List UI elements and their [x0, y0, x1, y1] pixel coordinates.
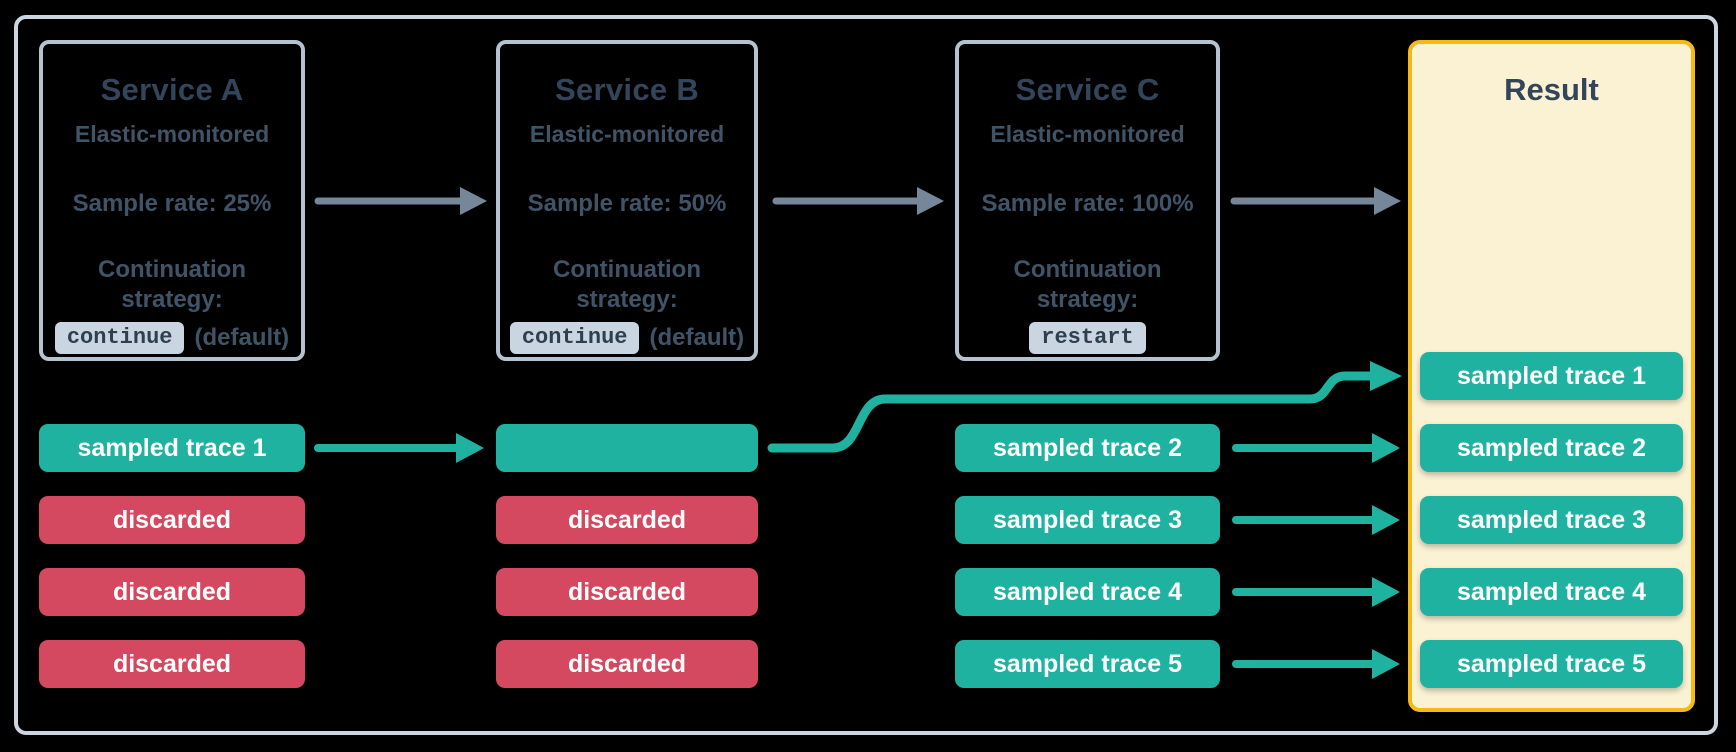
- trace-label: sampled trace 3: [993, 505, 1182, 534]
- service-b-strategy-note: (default): [649, 324, 745, 351]
- trace-label: sampled trace 4: [1457, 577, 1646, 606]
- result-trace-4: sampled trace 4: [1420, 568, 1683, 616]
- outer-frame: [14, 15, 1718, 735]
- trace-label: sampled trace 2: [1457, 433, 1646, 462]
- service-c-strategy-row: restart: [959, 322, 1216, 354]
- service-c-sample-rate: Sample rate: 100%: [981, 190, 1194, 217]
- service-b-title: Service B: [554, 72, 700, 107]
- service-box-a: Service A Elastic-monitored Sample rate:…: [39, 40, 305, 361]
- trace-box-c-sampled-4: sampled trace 4: [955, 568, 1220, 616]
- service-a-strategy-badge: continue: [54, 322, 185, 354]
- service-a-subtitle: Elastic-monitored: [74, 121, 270, 147]
- trace-box-a-discarded-3: discarded: [39, 640, 305, 688]
- service-c-title: Service C: [1015, 72, 1160, 107]
- trace-label: sampled trace 4: [993, 577, 1182, 606]
- trace-box-c-sampled-2: sampled trace 2: [955, 424, 1220, 472]
- service-a-sample-rate: Sample rate: 25%: [72, 190, 272, 217]
- trace-label: discarded: [112, 577, 232, 606]
- trace-box-b-discarded-2: discarded: [496, 568, 758, 616]
- service-b-continuation-label: Continuation strategy:: [553, 256, 701, 313]
- service-b-sample-rate: Sample rate: 50%: [527, 190, 727, 217]
- service-a-strategy-row: continue (default): [43, 322, 301, 354]
- service-c-continuation-label: Continuation strategy:: [1013, 256, 1162, 313]
- service-c-strategy-badge: restart: [1029, 322, 1146, 354]
- trace-label: discarded: [567, 505, 687, 534]
- service-b-subtitle: Elastic-monitored: [529, 121, 725, 147]
- trace-box-b-discarded-3: discarded: [496, 640, 758, 688]
- service-c-subtitle: Elastic-monitored: [990, 121, 1185, 147]
- trace-box-c-sampled-3: sampled trace 3: [955, 496, 1220, 544]
- trace-label: sampled trace 3: [1457, 505, 1646, 534]
- trace-box-a-discarded-1: discarded: [39, 496, 305, 544]
- service-b-strategy-row: continue (default): [500, 322, 754, 354]
- trace-label: discarded: [567, 649, 687, 678]
- trace-label: sampled trace 1: [1457, 361, 1646, 390]
- trace-box-b-discarded-1: discarded: [496, 496, 758, 544]
- service-box-b: Service B Elastic-monitored Sample rate:…: [496, 40, 758, 361]
- service-b-strategy-badge: continue: [509, 322, 640, 354]
- trace-box-c-sampled-5: sampled trace 5: [955, 640, 1220, 688]
- service-a-title: Service A: [100, 72, 244, 107]
- trace-label: sampled trace 2: [993, 433, 1182, 462]
- result-trace-1: sampled trace 1: [1420, 352, 1683, 400]
- service-a-continuation-label: Continuation strategy:: [98, 256, 246, 313]
- trace-box-a-sampled-1: sampled trace 1: [39, 424, 305, 472]
- trace-label: sampled trace 5: [993, 649, 1182, 678]
- service-a-strategy-note: (default): [194, 324, 290, 351]
- trace-label: sampled trace 1: [77, 433, 267, 462]
- result-trace-3: sampled trace 3: [1420, 496, 1683, 544]
- result-title: Result: [1504, 72, 1599, 107]
- result-trace-5: sampled trace 5: [1420, 640, 1683, 688]
- trace-box-a-discarded-2: discarded: [39, 568, 305, 616]
- trace-box-b-sampled-1: [496, 424, 758, 472]
- trace-label: discarded: [112, 505, 232, 534]
- trace-label: discarded: [567, 577, 687, 606]
- result-trace-2: sampled trace 2: [1420, 424, 1683, 472]
- trace-label: sampled trace 5: [1457, 649, 1646, 678]
- trace-label: discarded: [112, 649, 232, 678]
- service-box-c: Service C Elastic-monitored Sample rate:…: [955, 40, 1220, 361]
